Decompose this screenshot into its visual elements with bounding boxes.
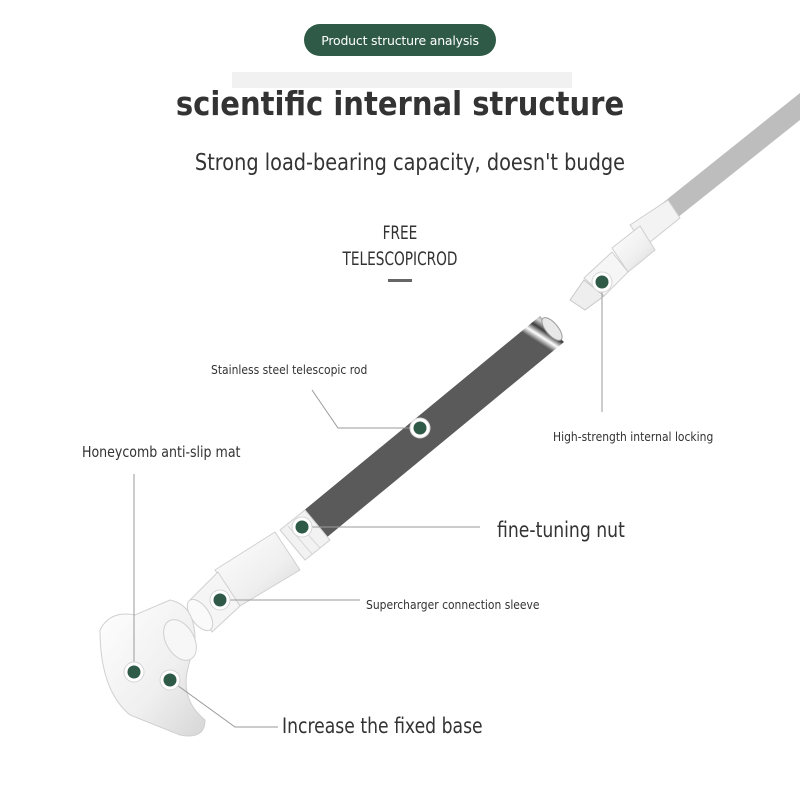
marker-steel-rod (409, 417, 431, 439)
marker-connection-sleeve (209, 589, 231, 611)
internal-locking-piece (569, 225, 656, 311)
callout-tuning-nut: fine-tuning nut (497, 518, 625, 542)
page-title: scientific internal structure (175, 84, 625, 123)
callout-fixed-base: Increase the fixed base (282, 714, 483, 738)
section-badge: Product structure analysis (304, 24, 496, 56)
connection-sleeve (186, 531, 301, 633)
callout-anti-slip-mat: Honeycomb anti-slip mat (82, 443, 241, 461)
fixed-base (99, 599, 206, 737)
markers (123, 271, 613, 691)
leader-lines (133, 282, 603, 728)
marker-tuning-nut (291, 516, 313, 538)
callout-steel-rod: Stainless steel telescopic rod (211, 362, 368, 377)
ghost-text-band (232, 72, 572, 88)
marker-internal-locking (591, 271, 613, 293)
callout-connection-sleeve: Supercharger connection sleeve (366, 597, 540, 612)
product-name-underline (388, 279, 412, 282)
marker-fixed-base (159, 669, 181, 691)
callout-internal-locking: High-strength internal locking (553, 429, 714, 444)
stainless-steel-rod (302, 316, 564, 538)
marker-anti-slip-mat (123, 661, 145, 683)
page-subtitle: Strong load-bearing capacity, doesn't bu… (194, 150, 626, 176)
product-name-line1: FREE (382, 222, 418, 244)
product-name-line2: TELESCOPICROD (342, 248, 458, 270)
